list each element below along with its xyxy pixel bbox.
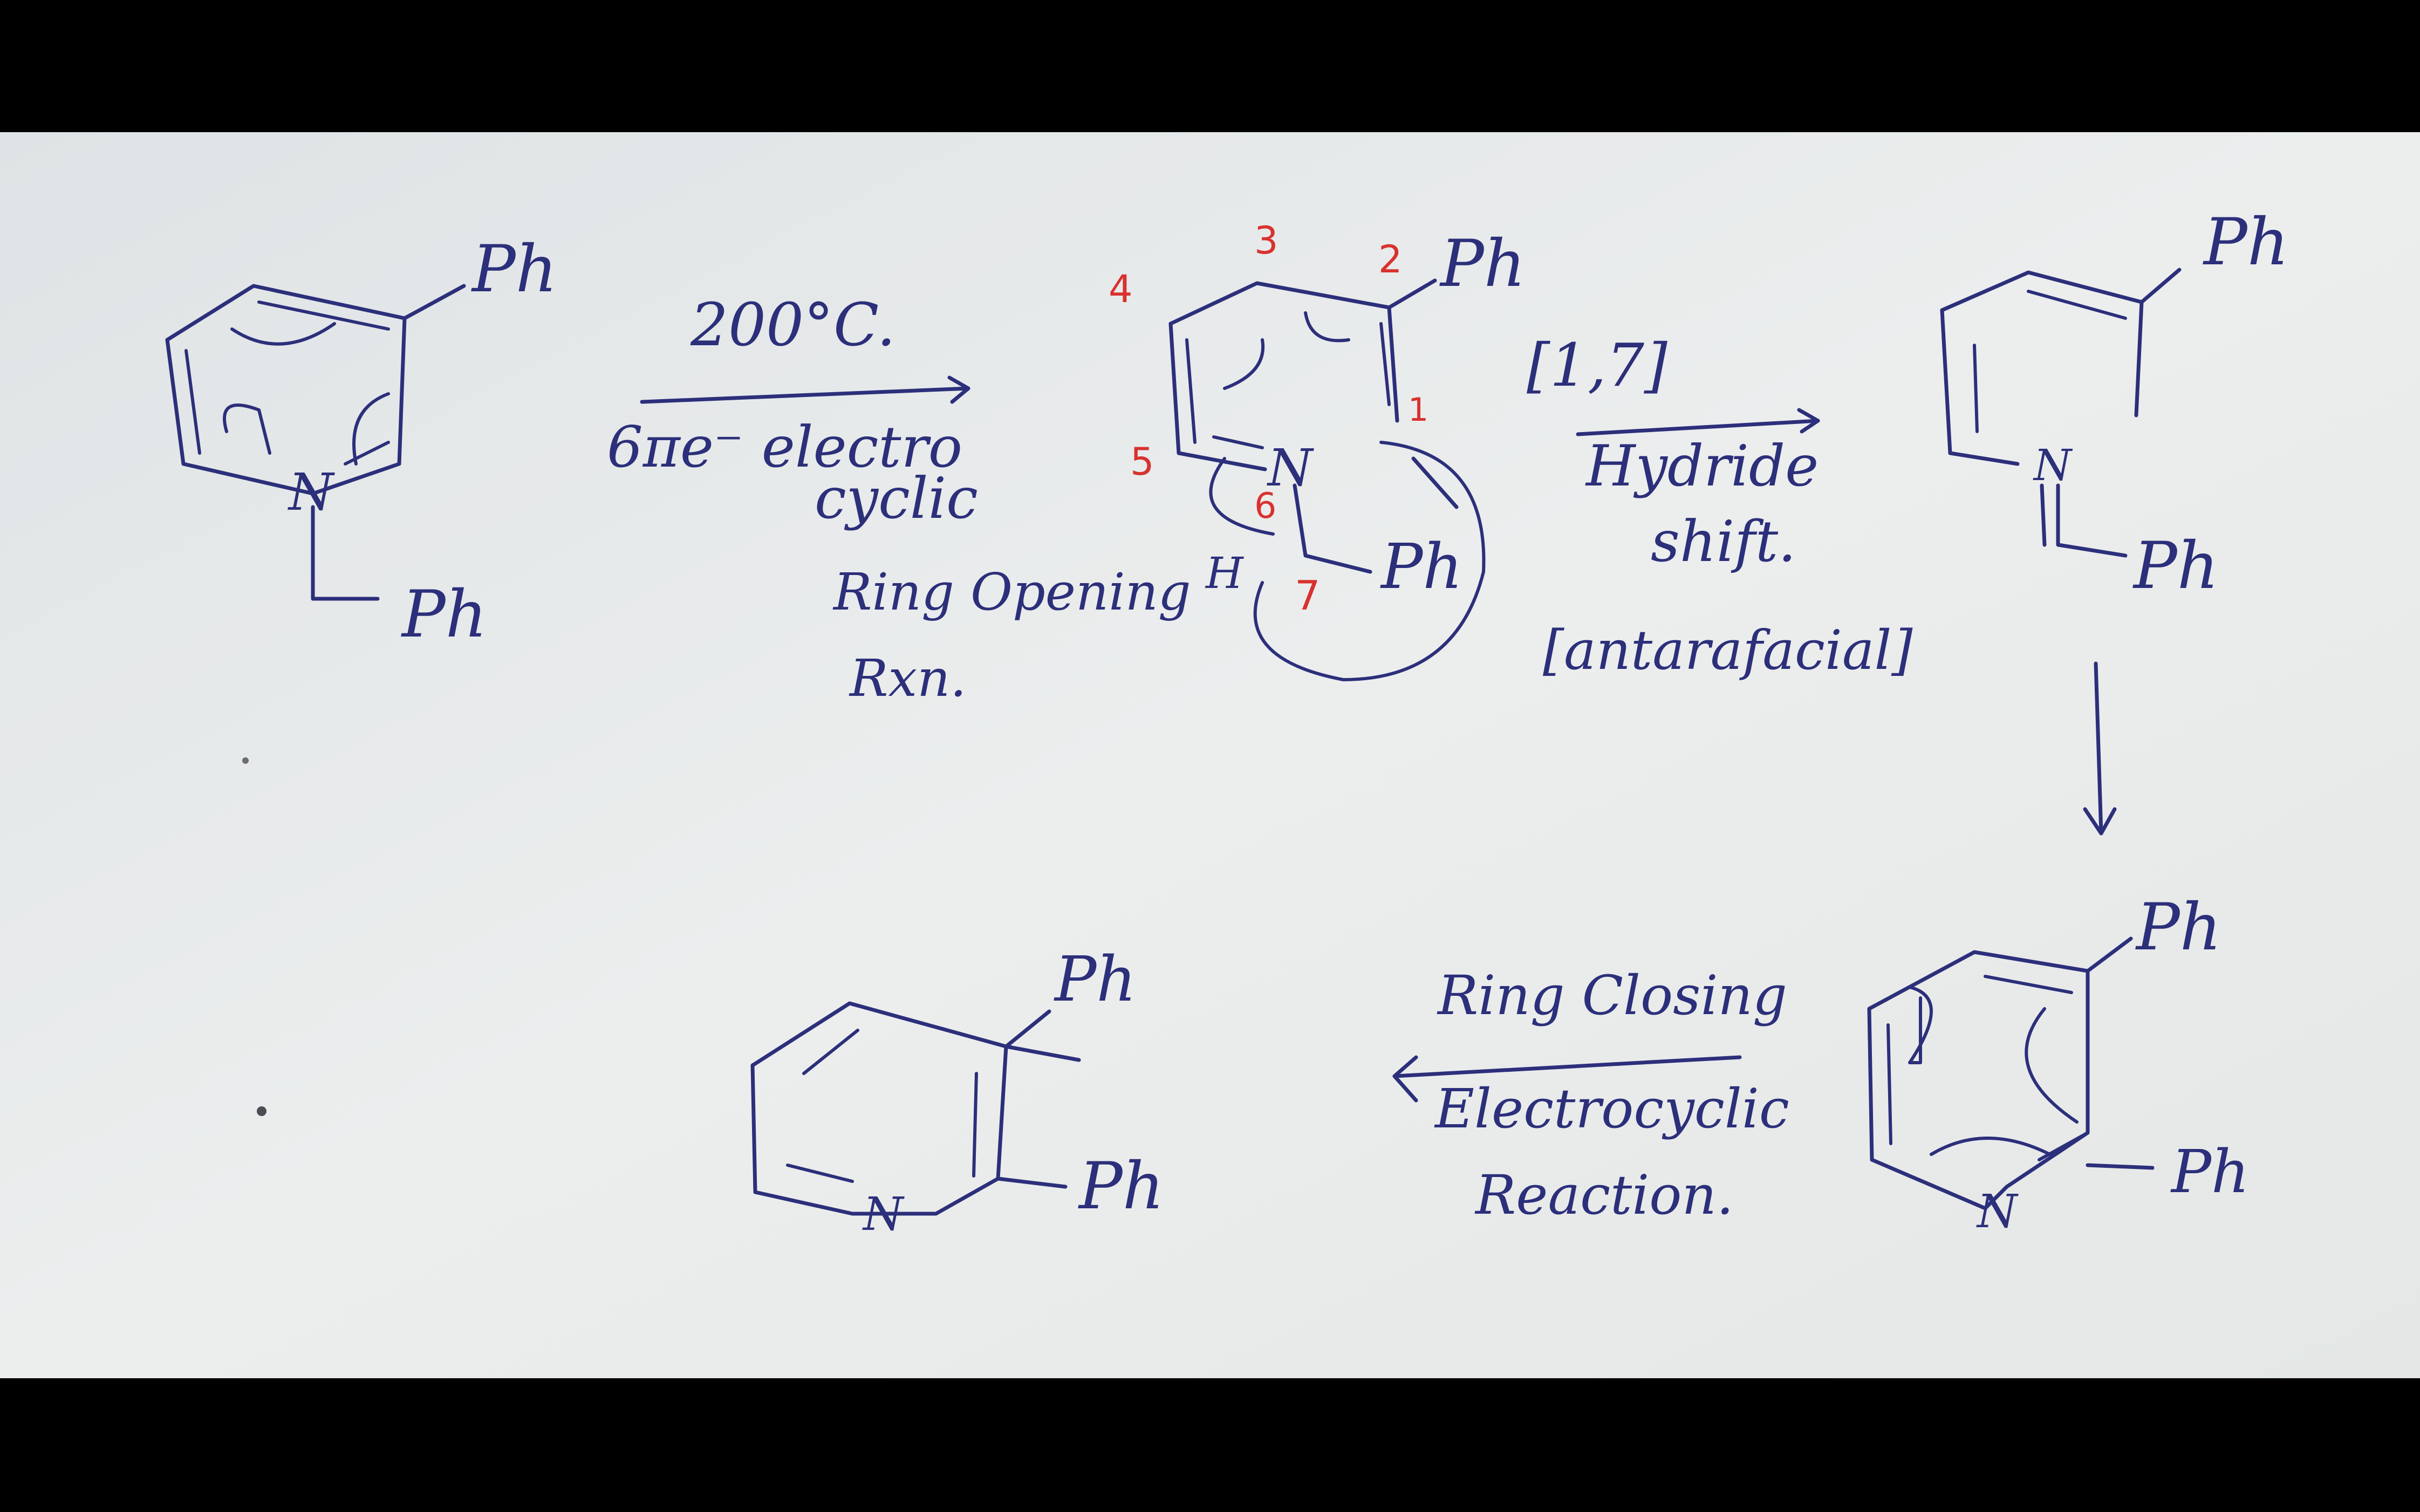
step1-condition-line1: 6πe⁻ electro <box>607 414 962 480</box>
intermediate1-curly-arrow-1 <box>1223 338 1265 390</box>
intermediate2-down-arrow <box>2094 661 2103 836</box>
intermediate3-inner-bond-left <box>1886 1023 1892 1145</box>
intermediate3-ph-top-bond <box>2086 936 2133 973</box>
intermediate1-ph-top-bond <box>1387 278 1437 310</box>
intermediate1-chain-left <box>1168 321 1267 471</box>
step1-condition-line2: cyclic <box>815 466 978 531</box>
reactant-n-label: N <box>288 463 335 522</box>
reactant-curly-arrow-top <box>230 322 336 346</box>
intermediate1-loop-arrow <box>1253 441 1486 681</box>
paper-speck <box>257 1106 266 1116</box>
atom-number-3: 3 <box>1254 218 1279 263</box>
reactant-ph-bond-top <box>402 284 466 320</box>
paper-sheet <box>0 132 2420 1378</box>
intermediate3-structure <box>1867 936 2155 1210</box>
atom-number-2: 2 <box>1378 237 1403 282</box>
step3-arrowhead <box>1392 1055 1418 1103</box>
atom-number-1: 1 <box>1408 391 1428 429</box>
step2-label-line1: [1,7] <box>1527 331 1668 400</box>
intermediate3-ph-side-bond <box>2086 1163 2155 1170</box>
product-inner-bond-top <box>802 1029 859 1075</box>
intermediate2-chain-left <box>1940 308 2020 466</box>
bottom-letterbox-bar <box>0 1378 2420 1512</box>
intermediate3-n-label: N <box>1976 1185 2019 1239</box>
intermediate2-chain-top <box>1940 270 2144 418</box>
intermediate3-curly-arrow-1 <box>1908 986 1933 1064</box>
intermediate1-structure <box>1168 278 1486 681</box>
intermediate1-loop-tail <box>1411 456 1459 509</box>
reactant-n-ch2-bond <box>311 505 380 601</box>
step3-label-line1: Ring Closing <box>1437 964 1787 1027</box>
intermediate1-curly-arrow-2 <box>1304 311 1350 343</box>
intermediate1-n-ch-bond <box>1293 483 1372 574</box>
intermediate1-curly-arrow-3 <box>1209 457 1275 536</box>
product-structure <box>750 1001 1081 1216</box>
intermediate2-inner-bond-left <box>1973 344 1979 433</box>
product-ph-top-label: Ph <box>1054 943 1136 1016</box>
intermediate2-ph-bottom-label: Ph <box>2132 529 2219 604</box>
intermediate2-down-arrowhead <box>2083 807 2117 836</box>
step1-temperature-label: 200°C. <box>690 290 895 359</box>
reactant-curly-arrow-left <box>223 403 271 455</box>
intermediate3-inner-bond-cn <box>2038 1131 2089 1161</box>
product-ph-side-bond <box>996 1176 1068 1189</box>
paper-speck <box>242 757 249 764</box>
intermediate2-cn-double-1 <box>2040 483 2047 547</box>
intermediate1-inner-bond-cn <box>1212 435 1264 449</box>
step2-label-line2: Hydride <box>1585 433 1819 499</box>
step1-arrowhead <box>947 375 970 404</box>
intermediate1-chain-top <box>1168 281 1399 423</box>
product-ph-top-bond <box>1004 1009 1051 1049</box>
product-inner-bond-bottom <box>786 1164 854 1183</box>
atom-number-7: 7 <box>1295 572 1321 619</box>
atom-number-4: 4 <box>1109 267 1133 311</box>
intermediate2-structure <box>1940 268 2182 836</box>
intermediate1-n-label: N <box>1267 439 1314 498</box>
intermediate1-ph-side-label: Ph <box>1380 531 1462 603</box>
step1-reaction-arrow <box>640 388 970 404</box>
intermediate2-n-label: N <box>2033 440 2073 490</box>
step3-label-line2: Electrocyclic <box>1434 1077 1789 1140</box>
intermediate3-ph-top-label: Ph <box>2135 890 2221 965</box>
intermediate1-inner-bond-left <box>1185 338 1197 444</box>
intermediate3-curly-arrow-2 <box>2025 1007 2079 1124</box>
reactant-inner-bond-top <box>257 300 390 331</box>
atom-number-5: 5 <box>1130 440 1154 484</box>
step3-label-line3: Reaction. <box>1474 1164 1734 1227</box>
product-n-label: N <box>862 1188 905 1241</box>
step2-reaction-arrow <box>1576 419 1820 436</box>
product-inner-bond-right <box>972 1072 978 1178</box>
step2-label-line3: shift. <box>1651 509 1796 574</box>
intermediate3-ph-side-label: Ph <box>2170 1137 2250 1206</box>
reactant-ph-top-label: Ph <box>471 232 557 307</box>
product-ph-side-label: Ph <box>1078 1149 1164 1224</box>
intermediate3-ring <box>1867 950 2090 1210</box>
intermediate2-ph-top-bond <box>2139 268 2182 304</box>
reactant-ph-bottom-label: Ph <box>401 577 487 652</box>
step1-condition-line3: Ring Opening <box>832 563 1191 622</box>
intermediate1-h-label: H <box>1205 548 1245 598</box>
product-ring <box>750 1001 1008 1216</box>
step2-arrowhead <box>1797 408 1820 434</box>
atom-number-6: 6 <box>1254 486 1276 526</box>
intermediate3-curly-arrow-3 <box>1930 1137 2052 1156</box>
reactant-inner-bond-right <box>344 441 390 466</box>
intermediate2-inner-bond-top <box>2027 290 2127 320</box>
step1-condition-line4: Rxn. <box>849 649 967 708</box>
product-ring-stub <box>1004 1044 1081 1062</box>
intermediate2-cn-double-2 <box>2056 483 2128 558</box>
reactant-inner-bond-left <box>184 349 201 455</box>
step3-reaction-arrow <box>1392 1055 1742 1078</box>
reactant-structure <box>165 284 466 601</box>
step2-label-line4: [antarafacial] <box>1543 619 1913 682</box>
intermediate2-ph-top-label: Ph <box>2203 205 2289 280</box>
intermediate1-inner-bond-right <box>1379 322 1391 406</box>
intermediate3-inner-bond-top <box>1984 975 2073 994</box>
top-letterbox-bar <box>0 0 2420 132</box>
reactant-curly-arrow-right <box>352 392 390 466</box>
intermediate1-ph-top-label: Ph <box>1439 227 1526 302</box>
